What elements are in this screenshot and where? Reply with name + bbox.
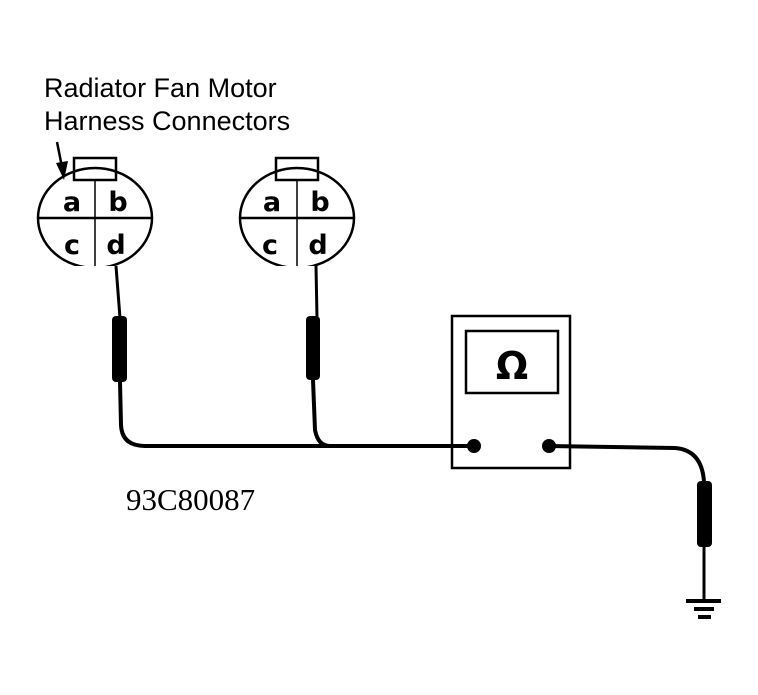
caption-line-1: Radiator Fan Motor bbox=[44, 73, 277, 103]
figure-id: 93C80087 bbox=[126, 482, 255, 517]
caption-line-2: Harness Connectors bbox=[44, 106, 290, 136]
pin-b: b bbox=[108, 187, 127, 218]
pin-c: c bbox=[262, 230, 278, 261]
ground-icon bbox=[686, 599, 721, 619]
harness-connector-2: a b c d bbox=[238, 156, 356, 272]
pin-d: d bbox=[106, 230, 125, 261]
test-probe-1 bbox=[112, 265, 470, 448]
pin-b: b bbox=[310, 187, 329, 218]
pin-c: c bbox=[64, 230, 80, 261]
harness-connector-1: a b c d bbox=[36, 156, 154, 272]
pin-a: a bbox=[63, 187, 81, 218]
ground-probe bbox=[548, 444, 712, 600]
ohm-symbol-icon: Ω bbox=[496, 344, 528, 388]
test-probe-2 bbox=[306, 265, 331, 448]
ohmmeter: Ω bbox=[430, 314, 572, 470]
pin-d: d bbox=[308, 230, 327, 261]
pin-a: a bbox=[263, 187, 281, 218]
